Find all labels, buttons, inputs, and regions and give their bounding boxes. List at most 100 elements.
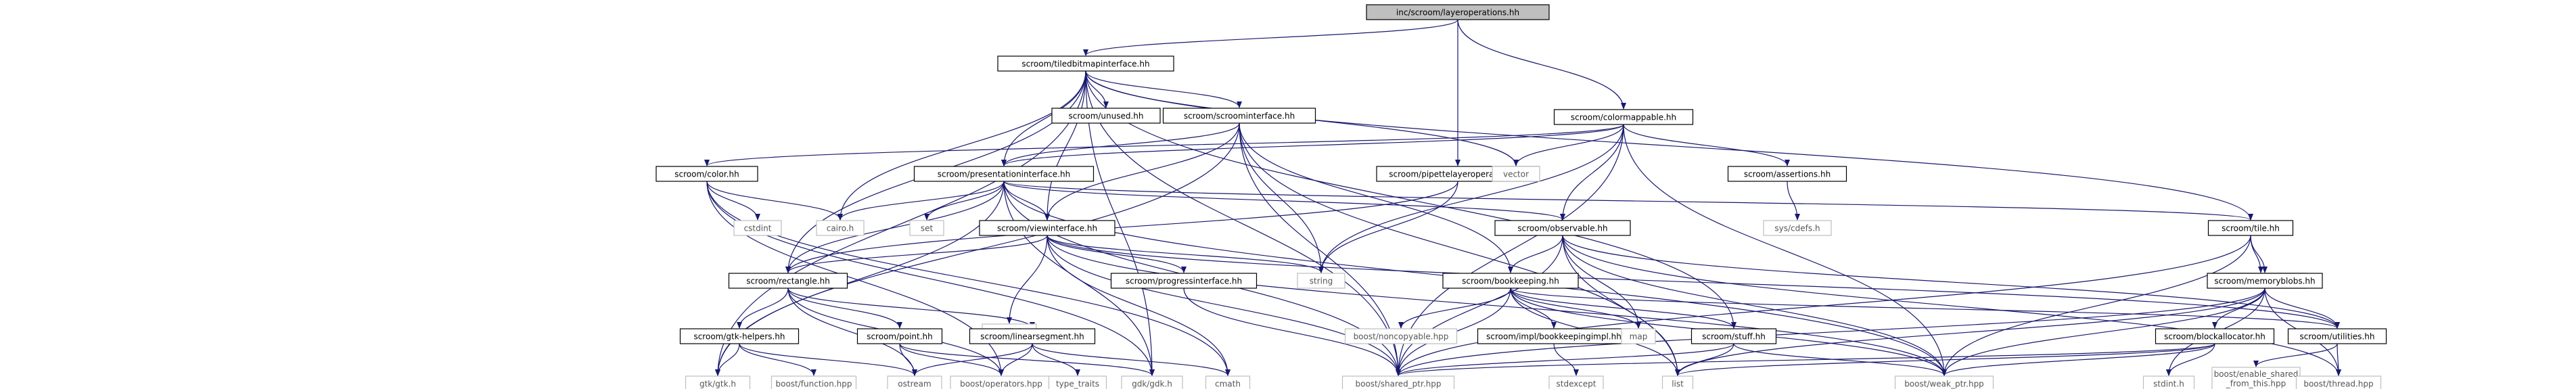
node-list: list [1661, 375, 1694, 389]
edge-tiled-to-gdkh [1085, 70, 1155, 376]
node-layerops[interactable]: inc/scroom/layeroperations.hh [1366, 4, 1550, 20]
node-label: string [1310, 277, 1333, 286]
edge-observable-to-sharedptr [1396, 235, 1563, 376]
edge-line [1510, 288, 1736, 329]
node-colormappable[interactable]: scroom/colormappable.hh [1553, 109, 1694, 125]
node-unused[interactable]: scroom/unused.hh [1051, 108, 1161, 124]
edge-line [1046, 235, 1947, 376]
edge-observable-to-map [1562, 235, 1641, 329]
node-label: scroom/tile.hh [2222, 224, 2280, 233]
edge-utilities-to-bthread [2335, 343, 2341, 376]
edge-linesegment-to-cmath [1032, 343, 1230, 376]
edge-observable-to-list [1562, 235, 1680, 376]
node-presif[interactable]: scroom/presentationinterface.hh [913, 166, 1095, 182]
node-box [2207, 220, 2294, 236]
node-scroomif[interactable]: scroom/scroominterface.hh [1162, 108, 1316, 124]
edge-colormappable-to-observable [1560, 124, 1624, 221]
node-label: stdexcept [1557, 380, 1596, 389]
node-point[interactable]: scroom/point.hh [856, 328, 943, 344]
node-assertions[interactable]: scroom/assertions.hh [1727, 166, 1847, 182]
edge-viewif-to-rectangle [785, 235, 1048, 273]
edge-line [1508, 235, 1563, 273]
node-box [1661, 375, 1694, 389]
edge-blockalloc-to-list [1675, 343, 2215, 376]
node-label: boost/thread.hpp [2303, 380, 2373, 389]
edge-rectangle-to-linesegment [787, 288, 1035, 329]
edge-line [1001, 70, 1086, 166]
edge-line [1733, 343, 1947, 376]
edge-line [2250, 235, 2263, 273]
node-observable[interactable]: scroom/observable.hh [1494, 220, 1631, 236]
node-box [1763, 220, 1832, 236]
edge-gtkhelpers-to-gtkh [715, 343, 740, 376]
edge-line [715, 70, 1086, 376]
node-bookkeeping[interactable]: scroom/bookkeeping.hh [1442, 273, 1579, 289]
edge-colormappable-to-weakptr [1623, 124, 1947, 376]
edge-line [1396, 343, 2215, 376]
node-label: set [921, 224, 934, 233]
edge-line [785, 235, 1048, 273]
edge-line [787, 288, 902, 329]
node-gtkhelpers[interactable]: scroom/gtk-helpers.hh [679, 328, 800, 344]
node-viewif[interactable]: scroom/viewinterface.hh [979, 220, 1116, 236]
node-box [1894, 375, 1994, 389]
edge-line [1562, 235, 2341, 376]
edge-bookkeeping-to-stuff [1510, 288, 1736, 329]
edge-line [1941, 235, 2251, 376]
edge-line [739, 343, 917, 376]
node-box [969, 328, 1096, 344]
edge-line [1003, 181, 1565, 221]
node-label: scroom/rectangle.hh [746, 277, 830, 286]
node-box [2207, 273, 2323, 289]
node-blockalloc[interactable]: scroom/blockallocator.hh [2155, 328, 2275, 344]
edge-bookkeeping-to-noncopyable [1398, 288, 1511, 329]
edge-line [1510, 288, 2340, 329]
edge-line [2253, 343, 2338, 367]
edge-line [837, 181, 1005, 221]
node-rectangle[interactable]: scroom/rectangle.hh [728, 273, 848, 289]
edge-layerops-to-colormappable [1457, 19, 1626, 110]
node-box [2287, 328, 2387, 344]
edge-line [1046, 235, 1187, 273]
node-stuff[interactable]: scroom/stuff.hh [1690, 328, 1777, 344]
edge-line [1032, 343, 1080, 376]
node-box [733, 220, 782, 236]
node-box [856, 328, 943, 344]
node-bkimpl[interactable]: scroom/impl/bookkeepingimpl.hh [1477, 328, 1631, 344]
edge-line [785, 181, 1458, 273]
node-label: boost/operators.hpp [960, 380, 1042, 389]
edge-blockalloc-to-weakptr [1941, 343, 2215, 376]
edge-stuff-to-list [1675, 343, 1734, 376]
edge-line [1032, 343, 1230, 376]
node-progress[interactable]: scroom/progressinterface.hh [1110, 273, 1258, 289]
node-tile[interactable]: scroom/tile.hh [2207, 220, 2294, 236]
edge-line [787, 288, 917, 376]
edge-tiled-to-scroomif [1085, 70, 1242, 108]
node-label: scroom/memoryblobs.hh [2214, 277, 2315, 286]
edge-line [1085, 70, 2253, 221]
node-box [1048, 375, 1107, 389]
edge-tiled-to-gtkh [715, 70, 1086, 376]
edge-color-to-cairo [706, 181, 843, 221]
node-tiled[interactable]: scroom/tiledbitmapinterface.hh [997, 55, 1174, 72]
node-box [887, 375, 942, 389]
node-label: scroom/blockallocator.hh [2164, 332, 2266, 342]
node-label: scroom/gtk-helpers.hh [693, 332, 785, 342]
edge-line [1085, 70, 1242, 108]
node-label: scroom/point.hh [867, 332, 933, 342]
edge-tile-to-global [2250, 235, 2263, 273]
node-label: scroom/tiledbitmapinterface.hh [1021, 60, 1149, 69]
node-memoryblobs[interactable]: scroom/memoryblobs.hh [2207, 273, 2323, 289]
edge-line [1560, 124, 1624, 221]
edge-tiled-to-unused [1085, 70, 1109, 108]
node-utilities[interactable]: scroom/utilities.hh [2287, 328, 2387, 344]
node-color[interactable]: scroom/color.hh [656, 166, 758, 182]
node-box [1621, 328, 1656, 344]
edge-memoryblobs-to-utilities [2264, 288, 2340, 329]
node-box [1121, 375, 1183, 389]
node-label: vector [1503, 170, 1529, 179]
node-linesegment[interactable]: scroom/linearsegment.hh [969, 328, 1096, 344]
node-box [1162, 108, 1316, 124]
edge-tiled-to-presif [1001, 70, 1086, 166]
node-cairo: cairo.h [816, 220, 865, 236]
